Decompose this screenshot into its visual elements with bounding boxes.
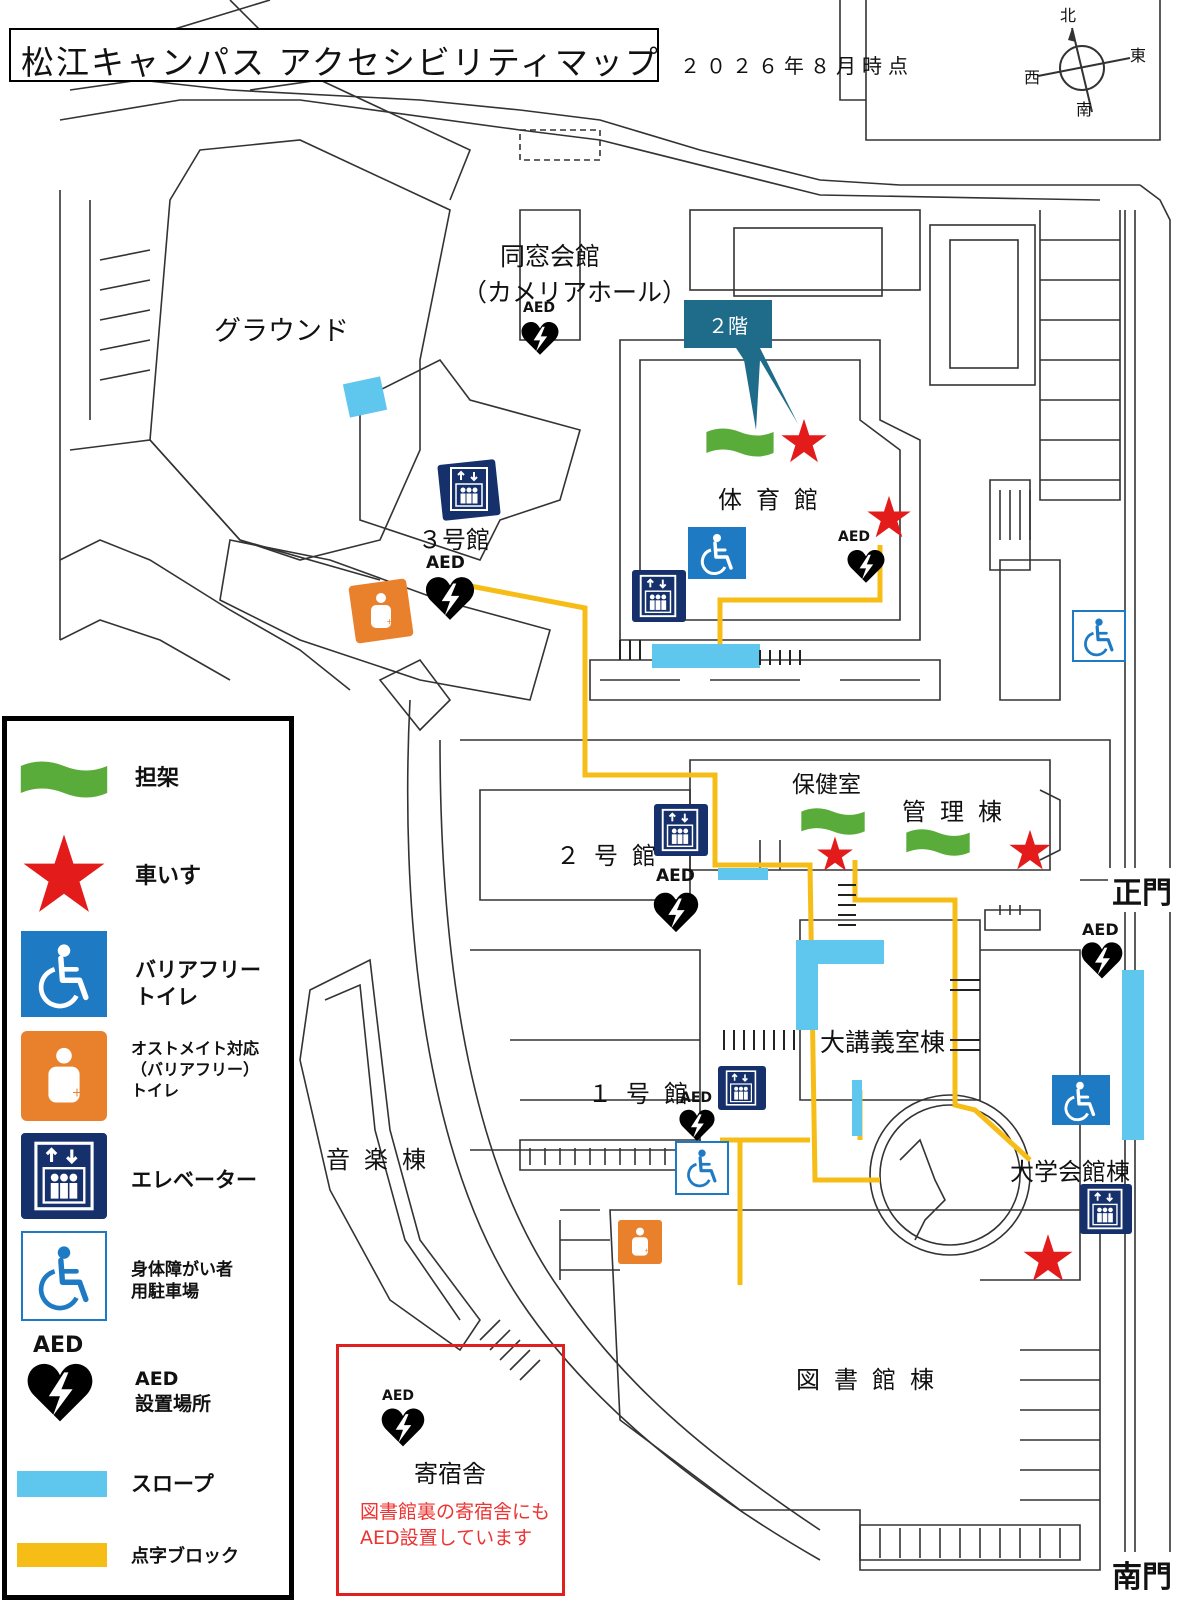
legend-label-aed: AED 設置場所: [135, 1368, 212, 1415]
legend-aed-icon: [27, 1363, 93, 1422]
legend-label-toilet: バリアフリー トイレ: [135, 958, 261, 1010]
legend-label-slope: スロープ: [131, 1472, 214, 1496]
legend-tactile-icon: [17, 1543, 107, 1567]
dormitory-note: 図書館裏の寄宿舎にもAED設置しています: [360, 1501, 551, 1549]
wheelchair-star-icon[interactable]: [1009, 829, 1051, 870]
aed-label: AED: [426, 553, 465, 573]
aed-label: AED: [523, 300, 556, 316]
gate-main: 正門: [1108, 868, 1176, 912]
stretcher-icon[interactable]: [801, 808, 865, 835]
legend-slope-icon: [17, 1471, 107, 1497]
disabled-parking-icon[interactable]: [675, 1141, 729, 1195]
legend-label-wheelchair: 車いす: [135, 864, 202, 889]
label-ongaku: 音楽棟: [326, 1146, 440, 1174]
aed-icon[interactable]: [653, 892, 699, 933]
stretcher-icon[interactable]: [706, 428, 774, 457]
aed-icon[interactable]: [1081, 942, 1123, 979]
barrier-free-toilet-icon[interactable]: [1052, 1075, 1110, 1125]
label-bldg3: ３号館: [418, 526, 490, 554]
wheelchair-star-icon[interactable]: [781, 418, 827, 463]
legend-label-elevator: エレベーター: [131, 1168, 257, 1192]
legend-label-tactile: 点字ブロック: [131, 1546, 239, 1567]
aed-label: AED: [1082, 920, 1119, 939]
stairs: [619, 640, 980, 1051]
label-kishukusha: 寄宿舎: [414, 1460, 486, 1488]
legend-stretcher-icon: [20, 761, 108, 798]
label-daikougi: 大講義室棟: [820, 1028, 946, 1057]
compass-south: 南: [1076, 100, 1093, 119]
wheelchair-star-icon[interactable]: [867, 495, 911, 538]
stretcher-icon[interactable]: [906, 829, 970, 856]
elevator-icon[interactable]: [632, 570, 686, 622]
elevator-icon[interactable]: [437, 459, 501, 521]
legend-toilet-icon: [21, 931, 107, 1017]
wheelchair-star-icon[interactable]: [1023, 1234, 1073, 1281]
ostomate-toilet-icon[interactable]: [618, 1220, 662, 1264]
map-date: ２０２６年８月時点: [680, 54, 914, 78]
map-title-box: 松江キャンパス アクセシビリティマップ: [9, 28, 659, 82]
legend: 担架 車いす バリアフリー トイレ オストメイト対応 （バリアフリー） トイレ …: [2, 716, 294, 1600]
compass: 北 南 東 西: [1010, 6, 1160, 122]
disabled-parking-icon[interactable]: [1072, 610, 1126, 662]
dormitory-highlight: [336, 1344, 565, 1596]
map-title: 松江キャンパス アクセシビリティマップ: [21, 43, 660, 82]
compass-rose-icon: [1037, 27, 1131, 113]
legend-label-parking: 身体障がい者 用駐車場: [131, 1260, 233, 1303]
label-dousoukaikan: 同窓会館: [500, 242, 601, 271]
map-linework: [39, 0, 1171, 1580]
slope-markers: [342, 376, 1144, 1140]
label-bldg1: １号館: [588, 1080, 702, 1108]
compass-east: 東: [1130, 46, 1147, 65]
elevator-icon[interactable]: [654, 804, 708, 856]
label-daigakukaikan: 大学会館棟: [1010, 1158, 1130, 1186]
label-camellia-hall: （カメリアホール）: [462, 278, 688, 307]
legend-label-ostomate: オストメイト対応 （バリアフリー） トイレ: [131, 1039, 260, 1100]
aed-icon[interactable]: [521, 321, 559, 355]
aed-icon[interactable]: [425, 577, 475, 620]
compass-west: 西: [1024, 68, 1041, 87]
legend-ostomate-icon: [21, 1031, 107, 1121]
legend-label-stretcher: 担架: [135, 766, 180, 791]
elevator-icon[interactable]: [718, 1066, 766, 1110]
ostomate-toilet-icon[interactable]: [348, 578, 414, 644]
label-ground: グラウンド: [214, 316, 349, 347]
barrier-free-toilet-icon[interactable]: [688, 527, 746, 579]
aed-label: AED: [680, 1090, 713, 1106]
gate-south: 南門: [1108, 1552, 1176, 1596]
compass-north: 北: [1060, 6, 1077, 25]
legend-star-icon: [23, 834, 105, 912]
label-hokenshitsu: 保健室: [792, 772, 861, 798]
label-bldg2: ２号館: [556, 842, 670, 870]
aed-label: AED: [382, 1388, 415, 1404]
wheelchair-star-icon[interactable]: [817, 836, 853, 871]
legend-aed-text: AED: [33, 1333, 84, 1358]
aed-label: AED: [838, 529, 871, 545]
floor-callout: ２階: [684, 300, 772, 348]
callout-pointer: [736, 348, 798, 430]
aed-icon[interactable]: [679, 1109, 715, 1141]
label-gym: 体育館: [718, 486, 832, 514]
label-kanri: 管理棟: [902, 798, 1016, 826]
legend-elevator-icon: [21, 1133, 107, 1219]
legend-parking-icon: [21, 1231, 107, 1321]
label-toshokan: 図書館棟: [796, 1366, 948, 1394]
aed-label: AED: [656, 866, 695, 886]
elevator-icon[interactable]: [1080, 1184, 1132, 1234]
tactile-paving-routes: [464, 545, 1032, 1285]
